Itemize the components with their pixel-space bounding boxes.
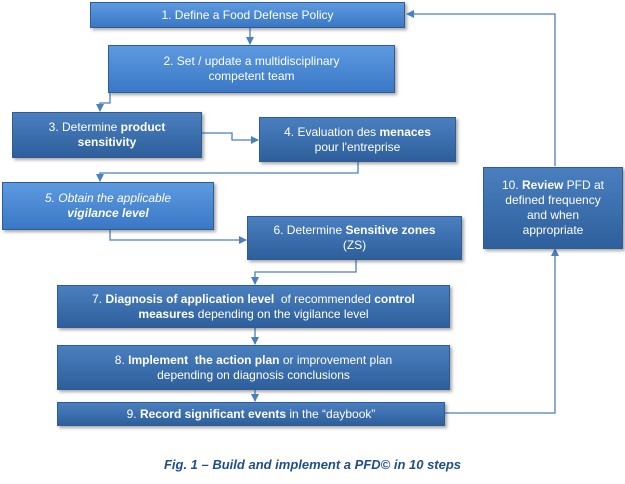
step-10-bold-review: Review [521,178,564,192]
step-10-line2: defined frequency [505,193,601,207]
step-5-line1: 5. Obtain the applicable [44,191,172,205]
step-10-box: 10. Review PFD at defined frequency and … [483,167,623,249]
step-3-prefix: 3. Determine [48,120,121,134]
step-10-line3: and when [526,208,580,222]
arrow-6-to-7 [251,260,357,285]
step-7-bold-measures: measures [138,306,195,321]
step-3-bold-product: product [120,120,166,134]
arrow-3-to-4 [202,132,259,144]
step-7-bold-diagnosis: Diagnosis of application level [105,291,275,306]
step-4-prefix: 4. Evaluation des [284,124,380,139]
step-5-box: 5. Obtain the applicable vigilance level [2,182,214,230]
step-5-bold-vigilance: vigilance level [67,206,149,220]
step-9-suffix: in the “daybook” [286,406,376,421]
step-1-box: 1. Define a Food Defense Policy [90,2,405,28]
step-10-line4: appropriate [522,223,584,237]
arrow-9-to-10 [445,248,559,414]
step-8-prefix: 8. [114,352,129,367]
step-9-box: 9. Record significant events in the “day… [57,402,445,426]
step-9-prefix: 9. [126,406,140,421]
figure-caption: Fig. 1 – Build and implement a PFD© in 1… [163,457,462,472]
step-8-bold-implement: Implement the action plan [128,352,280,367]
step-10-suffix: PFD at [563,178,605,192]
step-2-line1: 2. Set / update a multidisciplinary [163,54,340,68]
step-6-bold-zones: Sensitive zones [345,223,436,237]
step-7-mid: of recommended [274,291,375,306]
step-10-prefix: 10. [501,178,522,192]
arrow-10-to-1 [406,10,556,166]
step-1-text: 1. Define a Food Defense Policy [161,7,334,22]
step-8-line2: depending on diagnosis conclusions [157,367,350,382]
step-3-box: 3. Determine product sensitivity [12,112,202,158]
step-7-bold-control: control [374,291,415,306]
step-7-suffix: depending on the vigilance level [194,306,369,321]
step-7-prefix: 7. [92,291,106,306]
step-3-bold-sensitivity: sensitivity [77,135,137,149]
step-4-box: 4. Evaluation des menaces pour l'entrepr… [259,117,456,162]
arrow-5-to-6 [109,230,247,244]
step-6-line2: (ZS) [342,238,367,252]
step-6-box: 6. Determine Sensitive zones (ZS) [247,216,462,260]
step-8-box: 8. Implement the action plan or improvem… [57,345,450,390]
step-4-line2: pour l'entreprise [314,139,401,154]
step-2-line2: competent team [208,69,295,83]
step-2-box: 2. Set / update a multidisciplinary comp… [108,45,395,93]
step-4-bold-menaces: menaces [379,124,431,139]
step-6-prefix: 6. Determine [273,223,346,237]
step-8-mid: or improvement plan [279,352,393,367]
step-9-bold-record: Record significant events [139,406,286,421]
arrow-2-to-3 [96,93,111,112]
step-7-box: 7. Diagnosis of application level of rec… [57,285,450,328]
arrow-4-to-5 [96,162,359,182]
